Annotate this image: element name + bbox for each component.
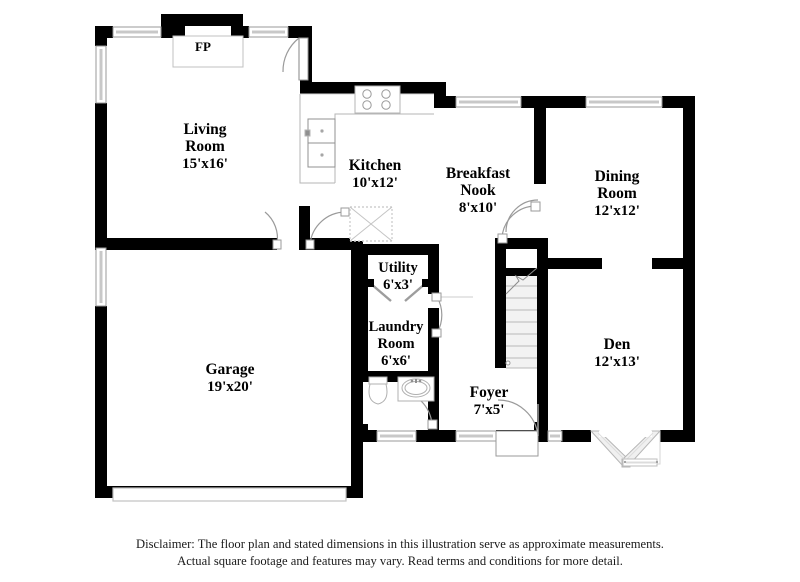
door-dining xyxy=(505,199,539,233)
disclaimer-line-1: Disclaimer: The floor plan and stated di… xyxy=(136,537,664,551)
window-dining-north xyxy=(585,96,663,108)
window-nook-north xyxy=(455,96,522,108)
fireplace xyxy=(172,35,244,68)
window-living-north-1 xyxy=(112,26,162,38)
label-breakfast-nook: Breakfast Nook 8'x10' xyxy=(446,165,511,216)
room-dimensions: 8'x10' xyxy=(459,200,497,216)
door-hall-utility xyxy=(305,207,350,250)
window-sidelight-right xyxy=(547,430,563,442)
label-laundry-room: Laundry Room 6'x6' xyxy=(369,319,425,369)
toilet xyxy=(368,376,388,405)
room-dimensions: 6'x6' xyxy=(381,353,411,369)
garage-door xyxy=(112,487,347,502)
window-living-west-1 xyxy=(95,45,107,104)
label-garage: Garage 19'x20' xyxy=(205,361,254,395)
kitchen-fixtures xyxy=(299,85,434,184)
window-front-left xyxy=(376,430,417,442)
room-name-line1: Garage xyxy=(205,361,254,378)
range-cooktop xyxy=(354,85,401,114)
label-fireplace: FP xyxy=(195,39,211,54)
door-laundry xyxy=(431,292,473,338)
room-name-line1: Laundry xyxy=(369,319,425,335)
room-name-line2: Room xyxy=(597,185,637,202)
stair-break-line xyxy=(505,267,538,295)
staircase xyxy=(505,267,538,369)
label-utility: Utility 6'x3' xyxy=(378,260,418,293)
window-living-west-2 xyxy=(95,247,107,307)
window-sidelight-left xyxy=(455,430,497,442)
room-name-line1: Dining xyxy=(595,168,640,185)
kitchen-sink xyxy=(304,118,336,168)
label-dining-room: Dining Room 12'x12' xyxy=(594,168,640,219)
doors xyxy=(264,37,541,457)
bathroom-sink xyxy=(397,376,435,402)
label-foyer: Foyer 7'x5' xyxy=(470,384,509,418)
utility-appliance-lines xyxy=(365,279,431,302)
utility-closet-marker xyxy=(349,206,393,242)
room-name-line2: Nook xyxy=(460,182,496,199)
fireplace-label: FP xyxy=(195,39,211,54)
door-living-hall xyxy=(264,211,282,250)
bath-fixtures xyxy=(368,376,435,405)
room-name-line1: Breakfast xyxy=(446,165,511,182)
windows xyxy=(95,26,663,442)
window-living-north-2 xyxy=(248,26,289,38)
walls xyxy=(95,14,695,498)
room-dimensions: 15'x16' xyxy=(182,156,228,172)
room-name-line1: Utility xyxy=(378,260,418,276)
bay-window-den xyxy=(589,430,662,468)
room-name-line1: Living xyxy=(183,121,226,138)
room-dimensions: 12'x12' xyxy=(594,203,640,219)
room-dimensions: 10'x12' xyxy=(352,175,398,191)
room-name-line1: Foyer xyxy=(470,384,509,401)
room-dimensions: 6'x3' xyxy=(383,277,413,293)
bay-front-pane xyxy=(622,458,658,467)
disclaimer: Disclaimer: The floor plan and stated di… xyxy=(0,536,800,570)
label-kitchen: Kitchen 10'x12' xyxy=(349,157,402,191)
door-front-entry xyxy=(495,399,539,457)
room-name-line1: Den xyxy=(604,336,631,353)
room-name-line2: Room xyxy=(377,336,414,352)
room-dimensions: 7'x5' xyxy=(474,402,505,418)
room-labels: Living Room 15'x16' Kitchen 10'x12' Brea… xyxy=(182,39,640,418)
label-den: Den 12'x13' xyxy=(594,336,640,370)
room-dimensions: 19'x20' xyxy=(207,379,253,395)
room-name-line1: Kitchen xyxy=(349,157,402,174)
label-living-room: Living Room 15'x16' xyxy=(182,121,228,172)
disclaimer-line-2: Actual square footage and features may v… xyxy=(177,554,623,568)
room-dimensions: 12'x13' xyxy=(594,354,640,370)
door-living-kitchen xyxy=(282,37,309,81)
door-nook-hall xyxy=(497,201,541,244)
room-name-line2: Room xyxy=(185,138,225,155)
